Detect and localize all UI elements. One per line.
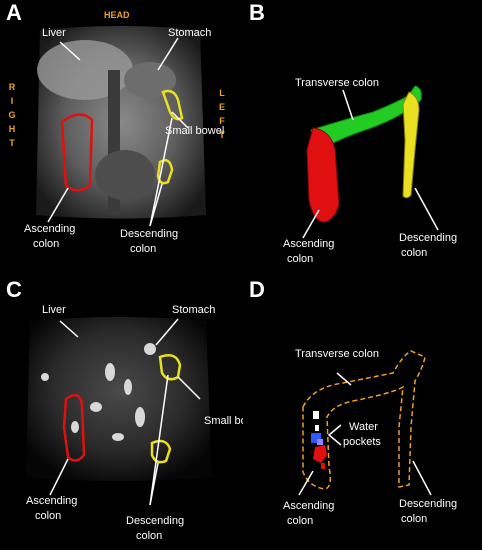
orientation-head: HEAD <box>104 10 130 20</box>
colon-outline-d <box>298 350 432 496</box>
descending-outline-lower-c <box>150 439 172 464</box>
label-descending-c-1: Descending <box>126 515 185 527</box>
label-ascending-a-2: colon <box>33 238 60 250</box>
arrows-d <box>298 372 432 496</box>
arrows-b <box>302 89 439 239</box>
label-liver-c: Liver <box>42 304 66 316</box>
label-descending-b-2: colon <box>401 247 428 259</box>
transverse-colon-3d <box>310 85 422 151</box>
orientation-right: RIGHT <box>8 82 16 148</box>
pelvis-region <box>95 150 155 200</box>
bright-fluid-c <box>41 343 156 441</box>
descending-outline-upper-a <box>161 89 184 121</box>
panel-letter-a: A <box>6 0 22 25</box>
ascending-colon-3d <box>306 127 340 223</box>
label-small-bowel-a: Small bowel <box>165 125 225 137</box>
label-stomach-c: Stomach <box>172 304 216 316</box>
label-ascending-c-1: Ascending <box>26 495 78 507</box>
orientation-left: LEFT <box>218 88 225 140</box>
label-descending-d-1: Descending <box>399 498 458 510</box>
label-stomach-a: Stomach <box>168 27 212 39</box>
panel-letter-d: D <box>249 277 265 302</box>
label-ascending-b-1: Ascending <box>283 238 335 250</box>
label-ascending-a-1: Ascending <box>24 223 76 235</box>
label-ascending-d-1: Ascending <box>283 500 335 512</box>
panel-d: D Transverse colon Water pockets Ascendi… <box>243 277 482 550</box>
ascending-outline-c <box>62 393 86 462</box>
label-descending-d-2: colon <box>401 513 428 525</box>
panel-letter-b: B <box>249 0 265 25</box>
label-water-d-1: Water <box>349 421 378 433</box>
label-ascending-d-2: colon <box>287 515 314 527</box>
panel-c: C Liver Stomach Small bowel Ascending co… <box>0 277 263 550</box>
panel-a: A HEAD RIGHT LEFT Liver Stomach Small bo… <box>0 0 239 273</box>
colon-3d-b <box>302 85 439 239</box>
ascending-outline-a <box>60 113 94 192</box>
body-slice-c <box>26 317 212 481</box>
mri-image-c <box>26 317 212 506</box>
arrows-c <box>49 318 201 506</box>
arrows-a <box>47 37 189 227</box>
panel-letter-c: C <box>6 277 22 302</box>
label-descending-a-2: colon <box>130 243 157 255</box>
descending-colon-3d <box>402 91 420 199</box>
mri-image-a <box>36 26 206 227</box>
label-transverse-d: Transverse colon <box>295 348 379 360</box>
label-descending-c-2: colon <box>136 530 163 542</box>
label-descending-a-1: Descending <box>120 228 179 240</box>
label-descending-b-1: Descending <box>399 232 458 244</box>
label-liver-a: Liver <box>42 27 66 39</box>
stomach-region <box>124 62 176 98</box>
water-pockets <box>311 411 327 469</box>
panel-b: B Transverse colon Ascending colon Desce… <box>243 0 482 273</box>
label-ascending-c-2: colon <box>35 510 62 522</box>
label-transverse-b: Transverse colon <box>295 77 379 89</box>
label-ascending-b-2: colon <box>287 253 314 265</box>
label-water-d-2: pockets <box>343 436 381 448</box>
colon-dashed-outline <box>302 350 426 490</box>
